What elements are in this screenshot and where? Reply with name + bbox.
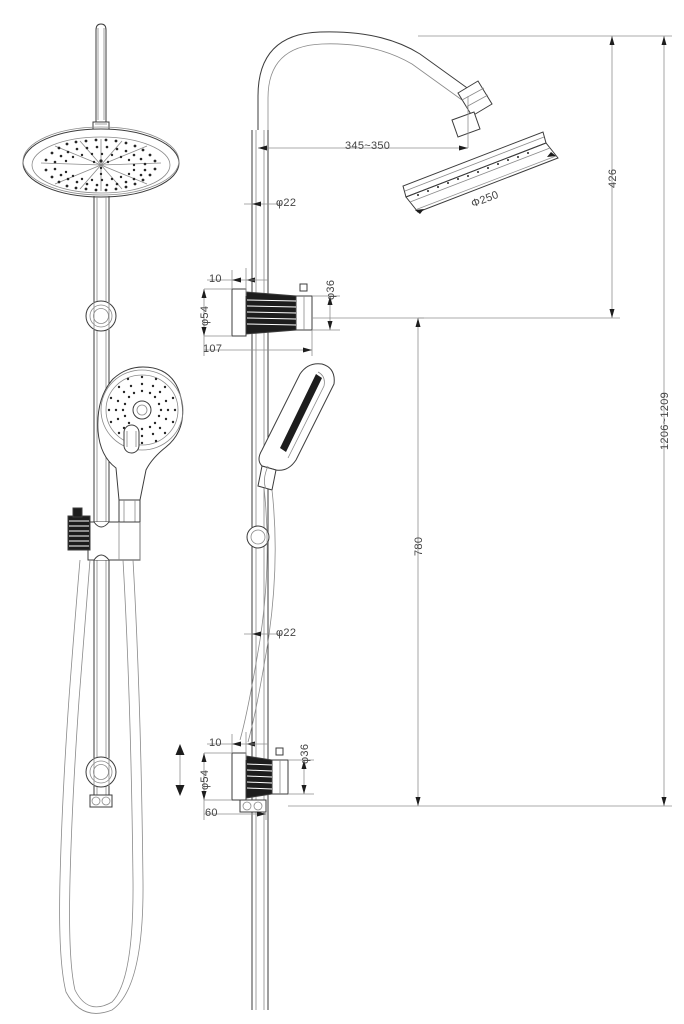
nozzle-pattern <box>44 138 157 192</box>
dim-lower-body: φ36 <box>299 743 311 764</box>
side-view-group <box>231 31 559 1010</box>
front-shower-hose <box>59 559 144 1014</box>
hand-shower-nozzles <box>107 375 177 445</box>
dim-overall-height: 1206~1209 <box>659 391 671 450</box>
front-view-group <box>22 23 184 1014</box>
front-riser-pipe <box>93 196 110 806</box>
dim-upper-body: φ36 <box>325 279 337 300</box>
side-shower-hose <box>239 487 276 743</box>
front-bottom-fitting <box>89 794 113 808</box>
front-hand-shower <box>97 366 184 501</box>
side-rain-shower-head <box>402 131 559 214</box>
side-holder-ring <box>246 525 270 549</box>
dim-head-height: 426 <box>607 168 619 188</box>
front-upper-arm <box>92 23 110 131</box>
front-rain-shower-head <box>22 126 180 198</box>
side-upper-bracket <box>231 283 313 337</box>
side-gooseneck-arm <box>257 31 471 130</box>
dim-upper-offset: 107 <box>203 343 223 355</box>
side-lower-bracket <box>231 747 289 813</box>
dim-lower-offset: 60 <box>205 807 218 819</box>
dim-lower-flange: φ54 <box>199 769 211 790</box>
adjustable-arrows-icon <box>175 744 185 796</box>
front-upper-bracket <box>85 300 117 332</box>
dim-riser-diameter-bottom: φ22 <box>276 627 297 639</box>
front-slider-clamp <box>67 507 141 561</box>
dim-upper-flange: φ54 <box>199 305 211 326</box>
dim-bracket-spacing: 780 <box>413 536 425 556</box>
dim-riser-diameter-top: φ22 <box>276 197 297 209</box>
side-head-connector <box>451 80 493 138</box>
dim-arm-reach: 345~350 <box>345 140 391 152</box>
front-lower-bracket <box>85 756 117 788</box>
dimension-lines <box>175 35 672 820</box>
dim-upper-wall-gap: 10 <box>209 273 222 285</box>
dim-lower-wall-gap: 10 <box>209 737 222 749</box>
side-hand-shower <box>257 363 335 491</box>
side-riser-pipe <box>251 130 269 1010</box>
